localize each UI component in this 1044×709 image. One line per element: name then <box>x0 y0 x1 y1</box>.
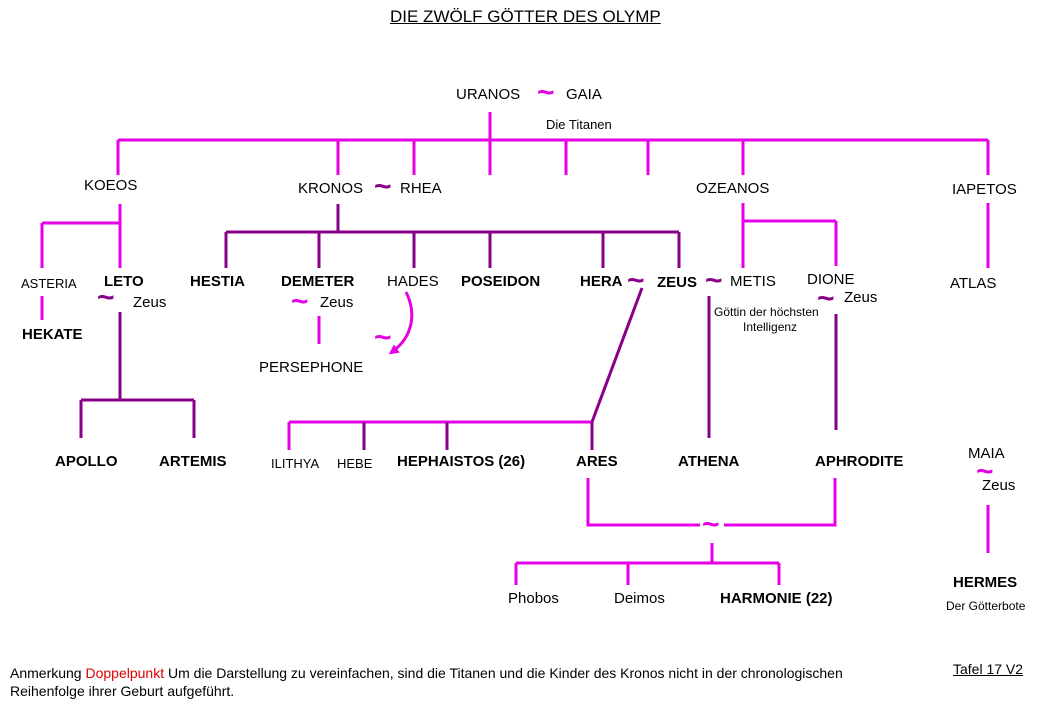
footnote-text: Um die Darstellung zu vereinfachen, sind… <box>10 665 843 699</box>
name-harmonie: HARMONIE (22) <box>720 590 833 607</box>
name-aphrodite: APHRODITE <box>815 453 904 470</box>
union-tilde-maia-zeus: ~ <box>976 455 994 488</box>
name-iapetos: IAPETOS <box>952 181 1017 198</box>
name-maia: MAIA <box>968 445 1005 462</box>
line-aphrodite-union <box>724 478 837 527</box>
union-tilde-dione-zeus: ~ <box>817 282 835 315</box>
union-tilde-uranos-gaia: ~ <box>537 76 555 109</box>
name-hebe: HEBE <box>337 456 373 471</box>
union-tilde-demeter-zeus: ~ <box>291 285 309 318</box>
name-deimos: Deimos <box>614 590 665 607</box>
name-ilithya: ILITHYA <box>271 456 320 471</box>
name-koeos: KOEOS <box>84 177 138 194</box>
name-metis: METIS <box>730 273 776 290</box>
name-rhea: RHEA <box>400 180 442 197</box>
name-asteria: ASTERIA <box>21 276 77 291</box>
union-tilde-hades-persephone: ~ <box>374 321 392 354</box>
name-poseidon: POSEIDON <box>461 273 541 290</box>
name-demeter: DEMETER <box>281 273 355 290</box>
hades-arrow <box>388 291 414 355</box>
name-gaia: GAIA <box>566 86 602 103</box>
name-athena: ATHENA <box>678 453 740 470</box>
union-tilde-hera-zeus: ~ <box>627 264 645 297</box>
name-leto: LETO <box>104 273 144 290</box>
purple-lines <box>79 204 838 450</box>
name-zeus-leto: Zeus <box>133 294 167 311</box>
page-title: DIE ZWÖLF GÖTTER DES OLYMP <box>390 7 661 26</box>
plate-label: Tafel 17 V2 <box>953 661 1024 677</box>
name-atlas: ATLAS <box>950 275 997 292</box>
line-ares-union <box>586 478 700 527</box>
name-phobos: Phobos <box>508 590 559 607</box>
label-titanen: Die Titanen <box>546 117 612 132</box>
name-artemis: ARTEMIS <box>159 453 227 470</box>
name-hera: HERA <box>580 273 623 290</box>
name-persephone: PERSEPHONE <box>259 359 364 376</box>
name-hermes: HERMES <box>953 574 1018 591</box>
name-zeus-dione: Zeus <box>844 289 878 306</box>
metis-description-line2: Intelligenz <box>743 320 798 334</box>
name-hades: HADES <box>387 273 439 290</box>
name-zeus-main: ZEUS <box>657 274 698 291</box>
name-hephaistos: HEPHAISTOS (26) <box>397 453 526 470</box>
footnote: Anmerkung Doppelpunkt Um die Darstellung… <box>10 664 870 700</box>
name-ozeanos: OZEANOS <box>696 180 770 197</box>
name-dione: DIONE <box>807 271 855 288</box>
footnote-prefix: Anmerkung <box>10 665 86 681</box>
union-tilde-kronos-rhea: ~ <box>374 170 392 203</box>
union-tilde-zeus-metis: ~ <box>705 264 723 297</box>
name-ares: ARES <box>576 453 618 470</box>
name-hekate: HEKATE <box>22 326 83 343</box>
hermes-description: Der Götterbote <box>946 599 1026 613</box>
union-tilde-leto-zeus: ~ <box>97 281 115 314</box>
name-zeus-maia: Zeus <box>982 477 1016 494</box>
name-kronos: KRONOS <box>298 180 364 197</box>
name-zeus-demeter: Zeus <box>320 294 354 311</box>
name-uranos: URANOS <box>456 86 521 103</box>
footnote-highlight: Doppelpunkt <box>85 665 165 681</box>
name-hestia: HESTIA <box>190 273 246 290</box>
name-apollo: APOLLO <box>55 453 118 470</box>
metis-description-line1: Göttin der höchsten <box>714 305 819 319</box>
magenta-lines <box>40 112 990 585</box>
union-tilde-ares-aphrodite: ~ <box>702 508 720 541</box>
line-herazeus-diagonal <box>590 287 644 423</box>
